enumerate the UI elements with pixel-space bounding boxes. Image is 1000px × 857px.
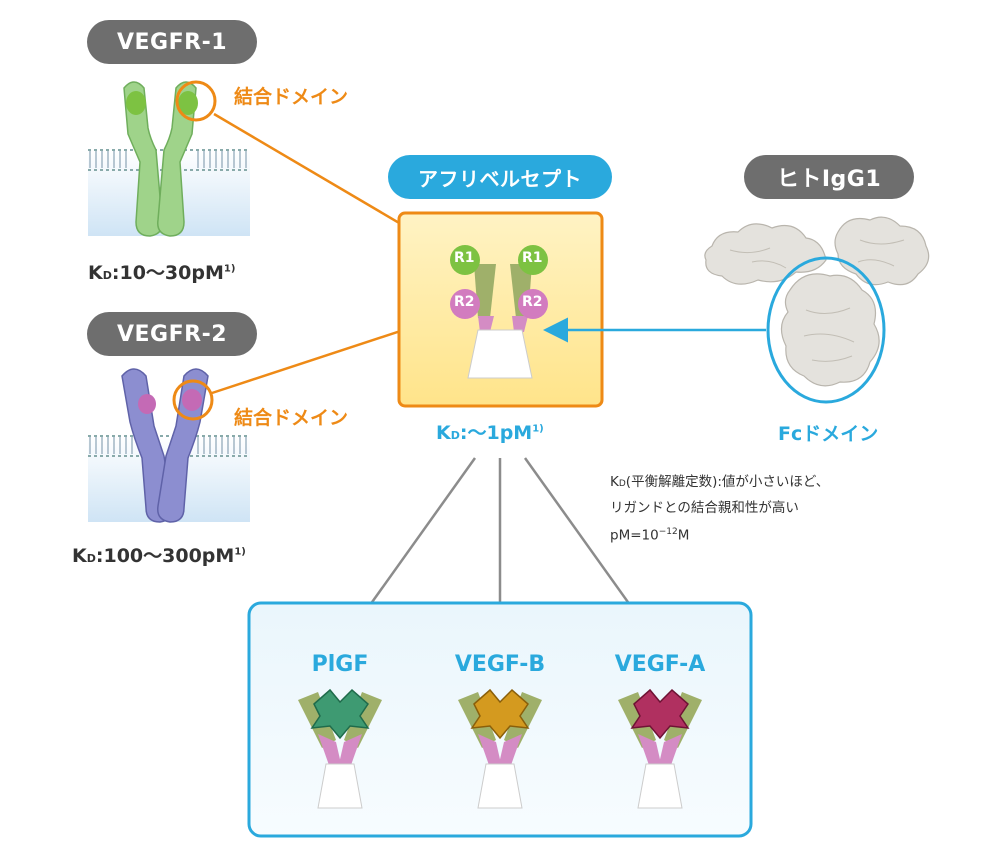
vegfr1-receptor bbox=[123, 81, 197, 237]
vegfr1-title: VEGFR-1 bbox=[87, 20, 257, 64]
igg-title: ヒトIgG1 bbox=[744, 155, 914, 199]
ligand-name-plgf: PlGF bbox=[311, 652, 369, 677]
r2-label-left: R2 bbox=[454, 294, 475, 310]
aflibercept-box bbox=[397, 211, 604, 408]
fc-domain-label: Fcドメイン bbox=[778, 423, 879, 445]
kd-note-line3: pM=10−12M bbox=[610, 527, 690, 544]
vegfr2-domain-right bbox=[182, 389, 202, 411]
ligand-name-vegfa: VEGF-A bbox=[614, 652, 706, 677]
vegfr2-binding-circle bbox=[172, 379, 214, 421]
r1-label-right: R1 bbox=[522, 250, 543, 266]
vegfr1-binding-circle bbox=[175, 80, 217, 122]
kd-note-line1: KD(平衡解離定数):値が小さいほど、 bbox=[610, 474, 830, 490]
igg-texture bbox=[729, 239, 905, 362]
vegfa-complex bbox=[618, 688, 702, 809]
r1-circle-right bbox=[518, 245, 548, 275]
r2-circle-left bbox=[450, 289, 480, 319]
vegfr1-kd: KD:10〜30pM1) bbox=[88, 262, 236, 284]
vegfr1-domain-right bbox=[178, 91, 198, 115]
r1-circle-left bbox=[450, 245, 480, 275]
vegfr2-domain-label: 結合ドメイン bbox=[234, 407, 349, 429]
aflibercept-molecule bbox=[450, 245, 548, 379]
kd-note-line2: リガンドとの結合親和性が高い bbox=[610, 500, 799, 516]
r2-label-right: R2 bbox=[522, 294, 543, 310]
fc-domain-circle bbox=[766, 256, 886, 404]
r2-circle-right bbox=[518, 289, 548, 319]
vegfb-complex bbox=[458, 688, 542, 809]
vegfr2-domain-left bbox=[138, 394, 156, 414]
aflibercept-title: アフリベルセプト bbox=[388, 155, 612, 199]
aflibercept-kd: KD:〜1pM1) bbox=[436, 422, 544, 444]
vegfr2-title: VEGFR-2 bbox=[87, 312, 257, 356]
kd-note: KD(平衡解離定数):値が小さいほど、 リガンドとの結合親和性が高い pM=10… bbox=[610, 470, 829, 548]
r1-label-left: R1 bbox=[454, 250, 475, 266]
plgf-complex bbox=[298, 688, 382, 809]
vegfr2-kd: KD:100〜300pM1) bbox=[72, 545, 246, 567]
ligand-name-vegfb: VEGF-B bbox=[454, 652, 546, 677]
vegfr1-domain-left bbox=[126, 91, 146, 115]
vegfr1-domain-label: 結合ドメイン bbox=[234, 86, 349, 108]
